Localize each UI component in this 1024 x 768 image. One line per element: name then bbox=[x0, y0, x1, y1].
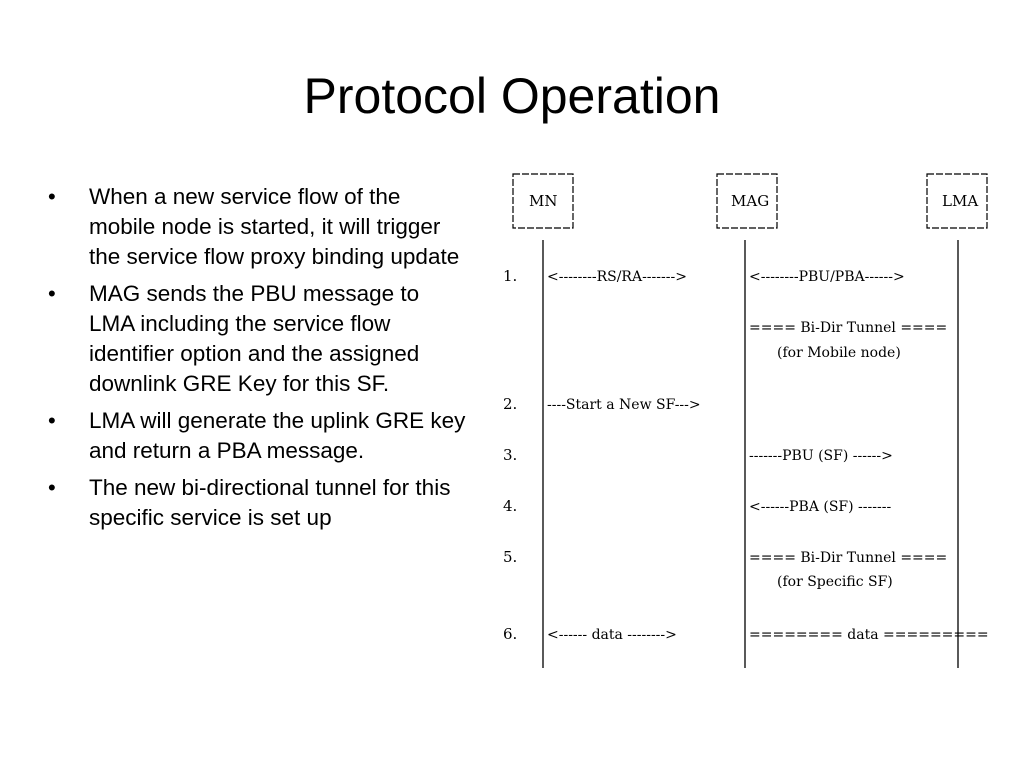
bullet-glyph: • bbox=[48, 281, 56, 306]
rs-ra-message: <--------RS/RA-------> bbox=[547, 269, 687, 285]
mag-node-box bbox=[716, 173, 778, 229]
lma-node-label: LMA bbox=[942, 192, 979, 210]
message-flow-diagram: MN MAG LMA 1. <--------RS/RA-------> <--… bbox=[495, 160, 995, 680]
bullet-glyph: • bbox=[48, 408, 56, 433]
bullet-item: • MAG sends the PBU message to LMA includ… bbox=[48, 279, 468, 399]
bullet-text: MAG sends the PBU message to LMA includi… bbox=[89, 281, 420, 396]
step-number: 4. bbox=[503, 497, 518, 515]
slide-title: Protocol Operation bbox=[303, 68, 721, 124]
tunnel-note: (for Specific SF) bbox=[777, 574, 893, 590]
start-new-sf-message: ----Start a New SF---> bbox=[547, 397, 701, 413]
data-message-mag-lma: ======== data ========= bbox=[749, 627, 989, 643]
step-number: 6. bbox=[503, 625, 518, 643]
lma-node-box bbox=[926, 173, 988, 229]
bullet-list: • When a new service flow of the mobile n… bbox=[48, 182, 468, 540]
bullet-item: • The new bi-directional tunnel for this … bbox=[48, 473, 468, 533]
pbu-sf-message: -------PBU (SF) ------> bbox=[749, 448, 893, 464]
bullet-item: • When a new service flow of the mobile n… bbox=[48, 182, 468, 272]
bullet-glyph: • bbox=[48, 475, 56, 500]
data-message-mn-mag: <------ data --------> bbox=[547, 627, 677, 643]
pba-sf-message: <------PBA (SF) ------- bbox=[749, 499, 892, 515]
diagram-lines bbox=[512, 173, 988, 668]
tunnel-note: (for Mobile node) bbox=[777, 345, 901, 361]
bullet-text: When a new service flow of the mobile no… bbox=[89, 184, 460, 269]
step-number: 5. bbox=[503, 548, 518, 566]
tunnel-line: ==== Bi-Dir Tunnel ==== bbox=[749, 550, 948, 566]
step-number: 3. bbox=[503, 446, 518, 464]
bullet-item: • LMA will generate the uplink GRE key an… bbox=[48, 406, 468, 466]
tunnel-line: ==== Bi-Dir Tunnel ==== bbox=[749, 320, 948, 336]
bullet-text: The new bi-directional tunnel for this s… bbox=[89, 475, 451, 530]
step-number: 2. bbox=[503, 395, 518, 413]
mn-node-label: MN bbox=[529, 192, 558, 210]
bullet-text: LMA will generate the uplink GRE key and… bbox=[89, 408, 466, 463]
mag-node-label: MAG bbox=[731, 192, 770, 210]
step-number: 1. bbox=[503, 267, 518, 285]
mn-node-box bbox=[512, 173, 574, 229]
bullet-glyph: • bbox=[48, 184, 56, 209]
pbu-pba-message: <--------PBU/PBA------> bbox=[749, 269, 905, 285]
